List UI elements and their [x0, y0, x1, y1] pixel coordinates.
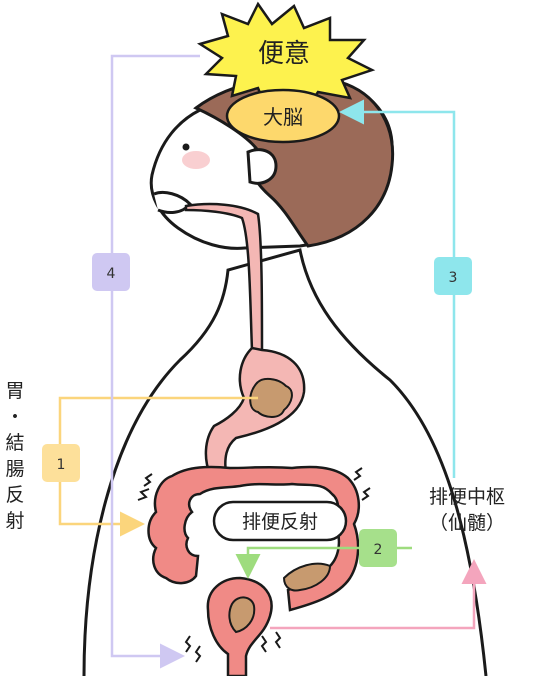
step-2-number: 2 [374, 542, 383, 558]
stool-upper [282, 562, 332, 592]
arrow-reflex-to-center [270, 559, 487, 630]
step-2-badge [359, 529, 397, 567]
brain-label: 大脳 [263, 105, 303, 129]
step-1-badge [42, 444, 80, 482]
step-4-number: 4 [107, 266, 116, 282]
stool-lower [228, 596, 256, 634]
step-1-number: 1 [57, 457, 66, 473]
defecation-center-label: 排便中枢 （仙髄） [428, 486, 505, 534]
step-4-badge [92, 253, 130, 291]
ear [246, 148, 278, 185]
stomach-content [249, 378, 293, 418]
cheek [182, 151, 210, 169]
arrow-step-3 [339, 99, 456, 478]
step-3-number: 3 [449, 270, 458, 286]
mouth [153, 190, 193, 214]
body-outline [82, 248, 488, 676]
motion-marks [137, 467, 371, 663]
gastrocolic-reflex-label: 胃 ・ 結 腸 反 射 [5, 380, 25, 532]
defecation-reflex-label: 排便反射 [242, 511, 318, 533]
arrow-step-4 [110, 54, 200, 669]
defecation-reflex-box [212, 500, 348, 542]
eye [182, 143, 190, 151]
step-3-badge [434, 257, 472, 295]
large-intestine [147, 465, 361, 612]
urge-label: 便意 [258, 39, 310, 69]
arrow-step-2 [235, 546, 412, 579]
